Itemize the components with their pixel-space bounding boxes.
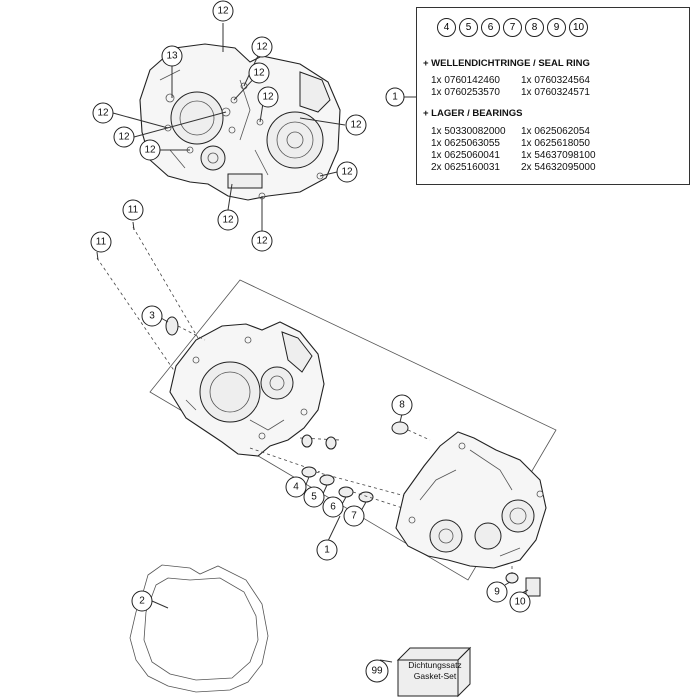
right-crankcase-half: [395, 431, 547, 569]
bearing-row-1-left: 1x 50330082000: [431, 126, 506, 137]
left-crankcase-half: [169, 321, 325, 457]
callout-11-b[interactable]: 11: [90, 231, 112, 253]
seal-row-1-left: 1x 0760142460: [431, 75, 500, 86]
callout-12-f[interactable]: 12: [113, 126, 135, 148]
svg-text:12: 12: [341, 167, 353, 178]
callout-1-main[interactable]: 1: [316, 539, 338, 561]
seal-ring-header: + WELLENDICHTRINGE / SEAL RING: [423, 58, 590, 69]
callout-9[interactable]: 9: [486, 581, 508, 603]
svg-text:12: 12: [217, 6, 229, 17]
bolt-axis-11b: [96, 257, 187, 389]
plug-10: [525, 577, 541, 597]
bearing-row-2-right: 1x 0625618050: [521, 138, 590, 149]
bearing-row-3-right: 1x 54637098100: [521, 150, 596, 161]
callout-12-b[interactable]: 12: [251, 36, 273, 58]
seal-ring-3: [165, 316, 179, 336]
included-part-9[interactable]: 9: [547, 18, 566, 37]
svg-text:1: 1: [392, 92, 398, 103]
callout-1-info[interactable]: 1: [385, 87, 405, 107]
bearing-header: + LAGER / BEARINGS: [423, 108, 523, 119]
callout-13[interactable]: 13: [161, 45, 183, 67]
seal-row-2-left: 1x 0760253570: [431, 87, 500, 98]
bearing-row-3-left: 1x 0625060041: [431, 150, 500, 161]
included-part-6[interactable]: 6: [481, 18, 500, 37]
svg-text:12: 12: [350, 120, 362, 131]
svg-text:11: 11: [128, 205, 139, 216]
gasket-set-label: Dichtungssatz Gasket-Set: [392, 648, 476, 688]
svg-text:4: 4: [293, 482, 299, 493]
included-part-7[interactable]: 7: [503, 18, 522, 37]
svg-text:12: 12: [262, 92, 274, 103]
svg-text:12: 12: [253, 68, 265, 79]
bearing-row-2-left: 1x 0625063055: [431, 138, 500, 149]
callout-12-j[interactable]: 12: [217, 209, 239, 231]
callout-7[interactable]: 7: [343, 505, 365, 527]
svg-text:12: 12: [256, 236, 268, 247]
callout-10[interactable]: 10: [509, 591, 531, 613]
included-part-numbers: 4 5 6 7 8 9 10: [437, 18, 588, 37]
gasket-set-line2: Gasket-Set: [413, 671, 457, 681]
svg-text:12: 12: [222, 215, 234, 226]
svg-text:12: 12: [118, 132, 130, 143]
included-part-8[interactable]: 8: [525, 18, 544, 37]
included-part-5[interactable]: 5: [459, 18, 478, 37]
bearing-row-4-left: 2x 0625160031: [431, 162, 500, 173]
svg-text:5: 5: [311, 492, 317, 503]
callout-6[interactable]: 6: [322, 496, 344, 518]
gasket-set-box: [396, 646, 472, 698]
callout-8[interactable]: 8: [391, 394, 413, 416]
callout-5[interactable]: 5: [303, 486, 325, 508]
callout-4[interactable]: 4: [285, 476, 307, 498]
callout-3[interactable]: 3: [141, 305, 163, 327]
callout-12-i[interactable]: 12: [336, 161, 358, 183]
washer-9: [505, 572, 519, 584]
svg-text:2: 2: [139, 596, 145, 607]
svg-text:11: 11: [96, 237, 107, 248]
callout-12-k[interactable]: 12: [251, 230, 273, 252]
callout-12-g[interactable]: 12: [139, 139, 161, 161]
top-engine-view: [139, 43, 341, 201]
svg-text:99: 99: [371, 666, 383, 677]
svg-text:7: 7: [351, 511, 357, 522]
seal-row-1-right: 1x 0760324564: [521, 75, 590, 86]
callout-99[interactable]: 99: [365, 659, 389, 683]
svg-text:9: 9: [494, 587, 500, 598]
svg-text:12: 12: [144, 145, 156, 156]
svg-text:10: 10: [514, 597, 526, 608]
svg-text:6: 6: [330, 502, 336, 513]
callout-12-e[interactable]: 12: [92, 102, 114, 124]
svg-text:12: 12: [256, 42, 268, 53]
included-part-4[interactable]: 4: [437, 18, 456, 37]
svg-text:12: 12: [97, 108, 109, 119]
seal-row-2-right: 1x 0760324571: [521, 87, 590, 98]
svg-text:8: 8: [399, 400, 405, 411]
bearing-row-1-right: 1x 0625062054: [521, 126, 590, 137]
included-part-10[interactable]: 10: [569, 18, 588, 37]
screw-small-2: [325, 436, 337, 450]
svg-text:3: 3: [149, 311, 155, 322]
parts-info-box: 4 5 6 7 8 9 10 + WELLENDICHTRINGE / SEAL…: [416, 7, 690, 185]
callout-12-a[interactable]: 12: [212, 0, 234, 22]
gasket-set-line1: Dichtungssatz: [408, 660, 462, 670]
screw-small: [301, 434, 313, 448]
gasket-2: [129, 564, 269, 693]
bearing-row-4-right: 2x 54632095000: [521, 162, 596, 173]
seal-ring-8: [391, 421, 409, 435]
callout-11-a[interactable]: 11: [122, 199, 144, 221]
callout-12-c[interactable]: 12: [248, 62, 270, 84]
callout-2[interactable]: 2: [131, 590, 153, 612]
svg-text:13: 13: [166, 51, 178, 62]
callout-12-h[interactable]: 12: [345, 114, 367, 136]
callout-12-d[interactable]: 12: [257, 86, 279, 108]
svg-text:1: 1: [324, 545, 330, 556]
